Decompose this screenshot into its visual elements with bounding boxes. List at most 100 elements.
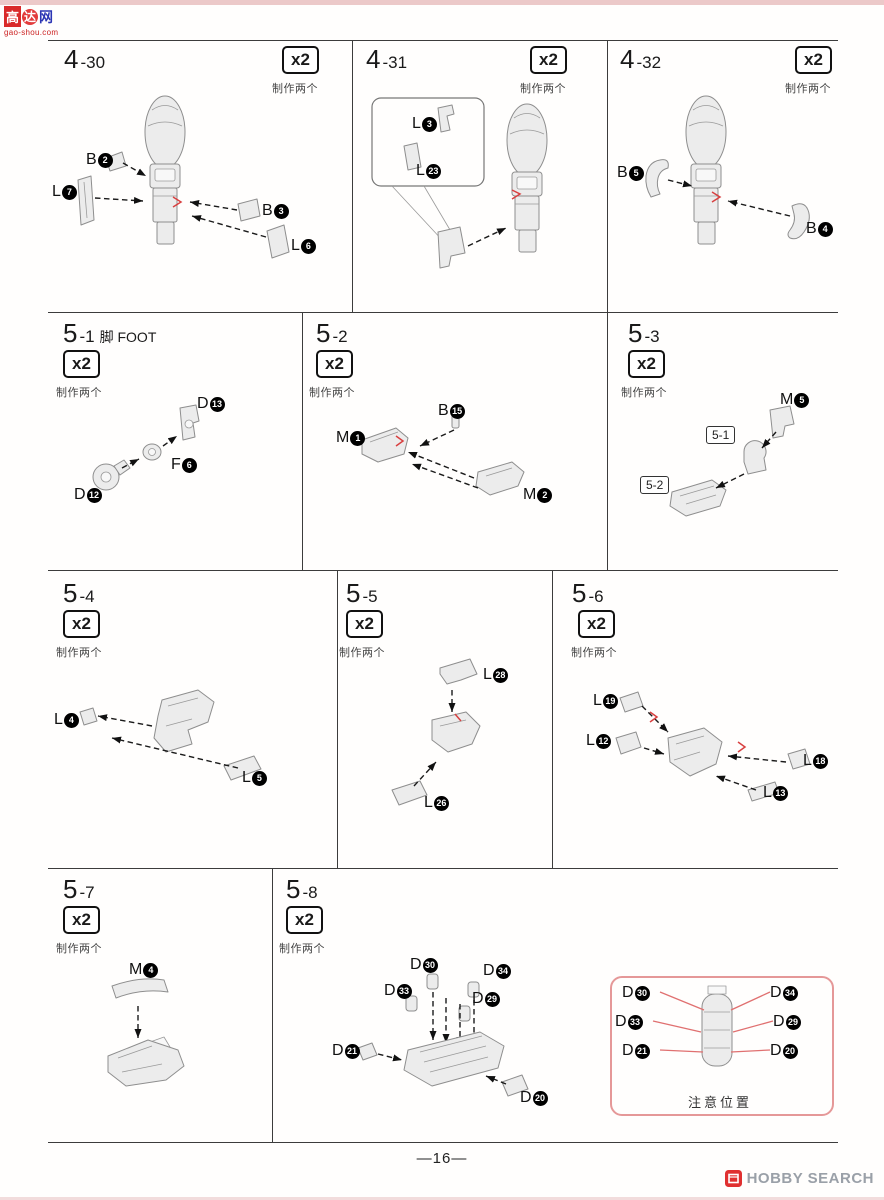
part-number-circle: 1 [350, 430, 366, 446]
part-letter: D [622, 1042, 634, 1059]
part-number-circle: 30 [634, 985, 650, 1001]
qty-badge-5-7: x2 [63, 906, 100, 934]
part-letter: L [586, 732, 595, 749]
part-number-circle: 5 [251, 770, 267, 786]
part-number-circle: 15 [449, 403, 465, 419]
part-letter: L [291, 237, 300, 254]
art-step-5-1 [92, 404, 200, 491]
grid-vline-r2b [607, 312, 608, 570]
step-number: 5 [572, 578, 587, 608]
part-letter: L [242, 769, 251, 786]
note-caption: 注意位置 [687, 1095, 752, 1110]
part-letter: L [424, 794, 433, 811]
part-number-circle: 29 [785, 1014, 801, 1030]
part-letter: D [197, 395, 209, 412]
art-step-4-31 [371, 97, 548, 269]
step-heading-5-3: 5-3 [628, 318, 660, 349]
qty-note-5-6: 制作两个 [571, 647, 617, 659]
part-number-circle: 21 [634, 1043, 650, 1059]
part-letter: L [593, 692, 602, 709]
step-number: 4 [366, 44, 381, 74]
step-number: 5 [286, 874, 301, 904]
ref-box-5-1: 5-1 [706, 426, 736, 444]
part-letter: L [52, 183, 61, 200]
part-letter: D [332, 1042, 344, 1059]
part-number-circle: 13 [772, 785, 788, 801]
art-step-5-5 [391, 658, 481, 806]
grid-vline-r3b [552, 570, 553, 868]
part-letter: D [410, 956, 422, 973]
step-number: 5 [63, 578, 78, 608]
step-heading-5-5: 5-5 [346, 578, 378, 609]
part-letter: B [806, 220, 817, 237]
part-number-circle: 34 [782, 985, 798, 1001]
part-letter: D [770, 1042, 782, 1059]
hobby-search-icon [724, 1170, 742, 1187]
grid-vline-r4a [272, 868, 273, 1142]
part-letter: L [483, 666, 492, 683]
step-subnumber: -3 [644, 327, 660, 346]
ref-box-5-2: 5-2 [640, 476, 670, 494]
part-letter: D [74, 486, 86, 503]
part-number-circle: 2 [537, 487, 553, 503]
page-number: —16— [416, 1150, 468, 1167]
part-letter: L [54, 711, 63, 728]
part-letter: D [483, 962, 495, 979]
art-step-5-7 [107, 978, 185, 1087]
part-letter: L [763, 784, 772, 801]
qty-badge-5-1: x2 [63, 350, 100, 378]
qty-badge-5-5: x2 [346, 610, 383, 638]
grid-hline-4 [48, 868, 838, 869]
part-letter: F [171, 456, 181, 473]
step-number: 4 [620, 44, 635, 74]
part-letter: D [622, 984, 634, 1001]
part-number-circle: 33 [627, 1014, 643, 1030]
step-subnumber: -30 [80, 53, 106, 72]
part-number-circle: 6 [181, 457, 197, 473]
part-number-circle: 12 [86, 487, 102, 503]
part-letter: L [416, 162, 425, 179]
qty-note-5-3: 制作两个 [621, 387, 667, 399]
part-letter: L [803, 752, 812, 769]
part-number-circle: 3 [421, 116, 437, 132]
part-number-circle: 20 [532, 1090, 548, 1106]
part-number-circle: 6 [300, 238, 316, 254]
part-letter: B [438, 402, 449, 419]
art-step-4-30 [77, 95, 290, 259]
step-subnumber: -4 [79, 587, 95, 606]
grid-vline-r2a [302, 312, 303, 570]
part-letter: M [336, 429, 350, 446]
part-number-circle: 21 [344, 1043, 360, 1059]
grid-vline-r3a [337, 570, 338, 868]
watermark-characters: 高 达 网 [4, 6, 74, 27]
step-number: 5 [316, 318, 331, 348]
qty-note-5-2: 制作两个 [309, 387, 355, 399]
qty-badge-5-3: x2 [628, 350, 665, 378]
part-letter: D [520, 1089, 532, 1106]
part-letter: M [129, 961, 143, 978]
qty-badge-5-2: x2 [316, 350, 353, 378]
step-heading-4-32: 4-32 [620, 44, 661, 75]
step-subnumber: -32 [636, 53, 662, 72]
